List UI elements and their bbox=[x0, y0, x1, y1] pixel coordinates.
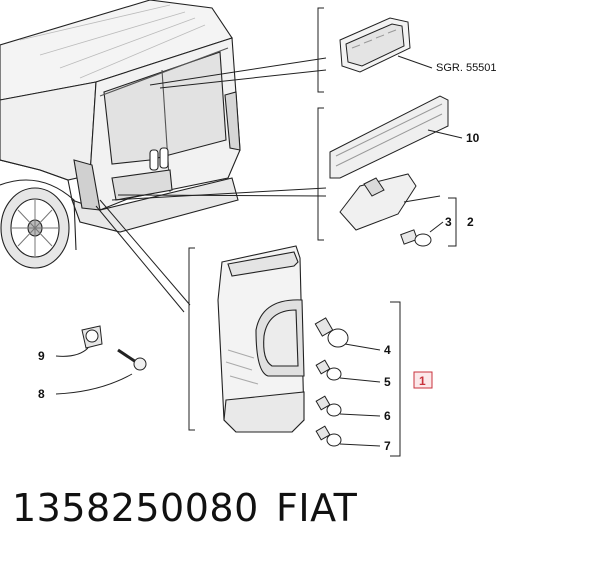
part-1-highlight-box bbox=[413, 371, 433, 389]
callout-2: 2 bbox=[467, 215, 474, 229]
callout-10: 10 bbox=[466, 131, 480, 145]
third-brake-light bbox=[339, 17, 411, 73]
callout-sgr: SGR. 55501 bbox=[436, 62, 497, 74]
part-8-screw bbox=[117, 348, 147, 371]
callout-5: 5 bbox=[384, 375, 391, 389]
bulb-6-leader bbox=[339, 413, 381, 417]
callout-9: 9 bbox=[38, 349, 45, 363]
callout-4: 4 bbox=[384, 343, 391, 357]
part-number: 1358250080 bbox=[12, 486, 259, 530]
part-2-leader bbox=[403, 195, 441, 203]
bulb-6 bbox=[315, 395, 342, 417]
bulb-5 bbox=[315, 359, 342, 381]
callout-7: 7 bbox=[384, 439, 391, 453]
part-9-leader bbox=[55, 347, 89, 357]
callout-6: 6 bbox=[384, 409, 391, 423]
part-9-clip bbox=[81, 325, 103, 349]
van-rear-illustration bbox=[0, 0, 241, 269]
brand-name: FIAT bbox=[276, 486, 358, 530]
bulb-4-leader bbox=[344, 343, 381, 351]
part-8-leader bbox=[55, 373, 133, 395]
callout-3: 3 bbox=[445, 215, 452, 229]
bulb-7 bbox=[315, 425, 342, 447]
part-10-leader bbox=[427, 129, 463, 139]
callout-8: 8 bbox=[38, 387, 45, 401]
bulb-7-leader bbox=[339, 443, 381, 447]
grouping-brackets bbox=[188, 7, 457, 457]
sgr-leader bbox=[397, 55, 433, 69]
part-3-leader bbox=[429, 221, 444, 233]
leader-lines bbox=[95, 57, 327, 313]
part-3-bulb bbox=[400, 229, 432, 247]
part-10-trim bbox=[329, 95, 449, 179]
bulb-5-leader bbox=[339, 377, 381, 383]
part-1-tail-lamp bbox=[217, 245, 305, 433]
part-2-housing bbox=[339, 173, 417, 231]
callout-1: 1 bbox=[419, 374, 426, 388]
bulb-4 bbox=[314, 317, 349, 348]
